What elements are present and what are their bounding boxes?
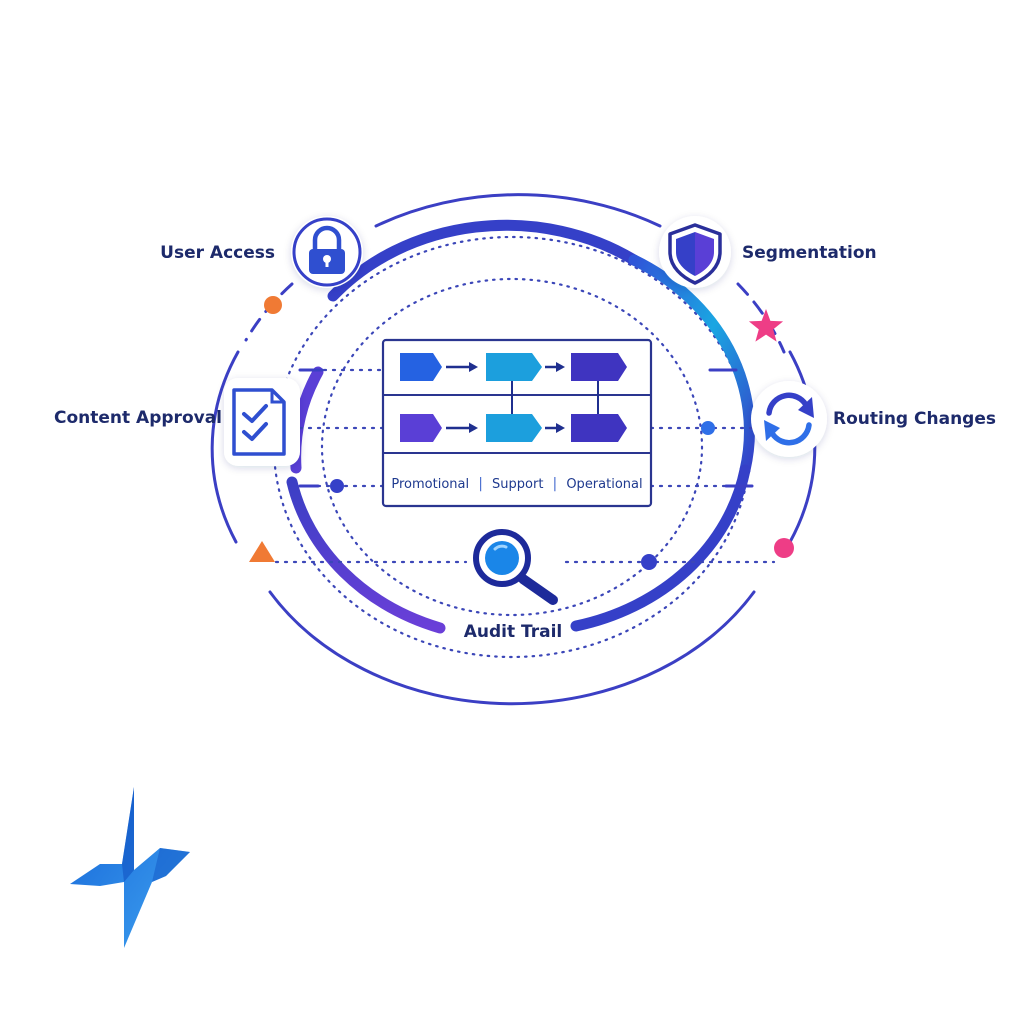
padlock-icon <box>309 225 345 274</box>
checklist-icon <box>232 388 286 456</box>
workflow-step <box>400 353 442 381</box>
audit-trail-label: Audit Trail <box>464 622 563 642</box>
arc-ticks <box>298 368 754 488</box>
node-dot <box>330 479 344 493</box>
node-dot <box>641 554 657 570</box>
workflow-step <box>400 414 442 442</box>
workflow-step <box>571 414 627 442</box>
node-dot <box>701 421 715 435</box>
category-labels: Promotional | Support | Operational <box>391 473 642 492</box>
pink-dot <box>774 538 794 558</box>
workflow-board: Promotional | Support | Operational <box>381 338 653 508</box>
orange-triangle <box>249 541 275 562</box>
category-separator: | <box>478 476 483 492</box>
accents <box>249 296 794 562</box>
workflow-step <box>486 353 542 381</box>
routing-changes-label: Routing Changes <box>833 409 996 429</box>
refresh-icon <box>764 392 814 446</box>
segmentation-node <box>659 216 731 288</box>
shield-icon <box>668 223 722 285</box>
workflow-row-1 <box>400 353 627 381</box>
category-support: Support <box>492 477 543 492</box>
outer-ring <box>210 193 817 706</box>
content-approval-node <box>224 378 300 466</box>
pulse-logo <box>70 787 190 948</box>
category-separator: | <box>553 476 558 492</box>
user-access-node <box>291 216 363 288</box>
content-approval-label: Content Approval <box>54 408 222 428</box>
category-operational: Operational <box>566 477 642 492</box>
category-promotional: Promotional <box>391 477 469 492</box>
horizontal-connectors <box>274 368 776 564</box>
magnifier-icon <box>473 529 558 605</box>
workflow-step <box>571 353 627 381</box>
workflow-step <box>486 414 542 442</box>
audit-trail-node <box>467 522 558 605</box>
orange-dot <box>264 296 282 314</box>
workflow-row-2 <box>400 414 627 442</box>
routing-changes-node <box>751 381 827 457</box>
user-access-label: User Access <box>160 243 275 263</box>
segmentation-label: Segmentation <box>742 243 877 263</box>
pink-star <box>748 309 784 342</box>
node-dots <box>330 421 715 570</box>
